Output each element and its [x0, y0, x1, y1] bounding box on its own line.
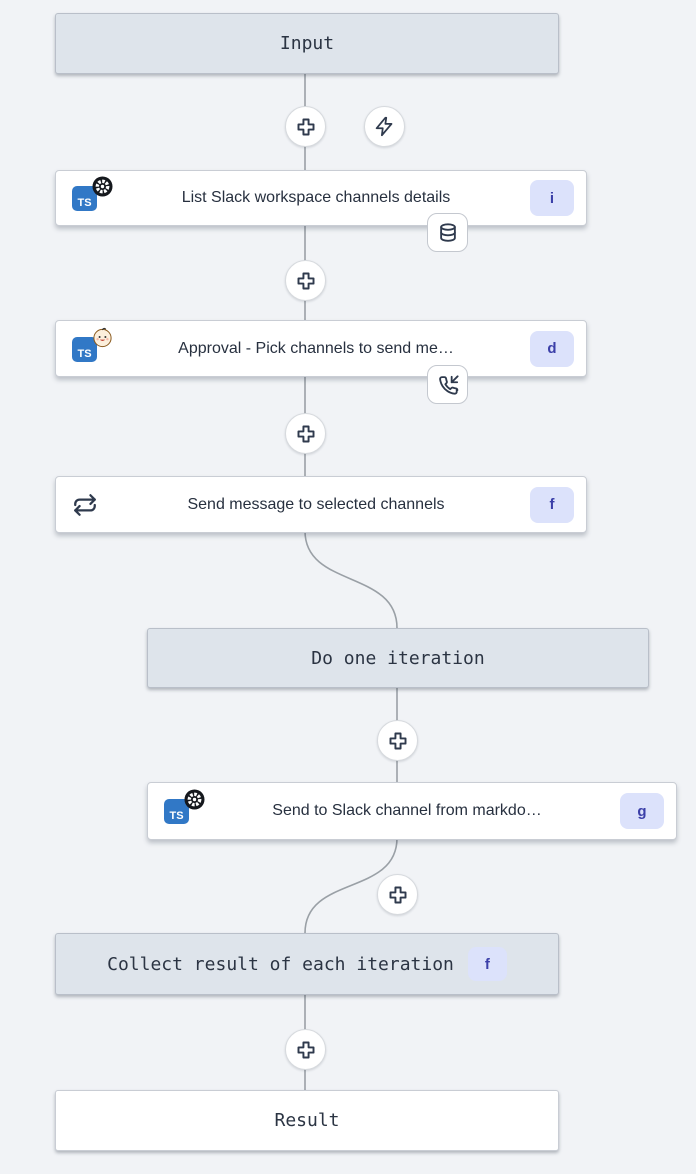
baby-emoji-icon — [93, 327, 112, 347]
step-id-badge: f — [530, 486, 574, 523]
approval-suspend-button[interactable] — [427, 365, 468, 404]
node-forloop-send-message[interactable]: Send message to selected channels f — [55, 476, 587, 533]
node-approval-title: Approval - Pick channels to send me… — [178, 339, 454, 357]
step-icon-cluster: TS — [72, 327, 112, 362]
node-list-channels[interactable]: TS List Slack workspace channels details… — [55, 170, 587, 226]
step-id-badge: f — [467, 947, 507, 981]
node-list-channels-title: List Slack workspace channels details — [181, 189, 451, 206]
node-do-one-iteration-label: Do one iteration — [311, 647, 485, 669]
insert-step-button-4[interactable] — [377, 720, 418, 761]
step-id-badge: g — [620, 793, 664, 829]
node-do-one-iteration[interactable]: Do one iteration — [147, 628, 649, 688]
node-send-slack-title: Send to Slack channel from markdo… — [272, 802, 542, 819]
plus-icon — [297, 118, 314, 135]
node-approval[interactable]: TS Approval - Pick channels to send me… … — [55, 320, 587, 377]
insert-step-button-5[interactable] — [377, 874, 418, 915]
database-icon — [439, 222, 456, 242]
node-forloop-title: Send message to selected channels — [187, 495, 445, 513]
zap-icon — [375, 116, 393, 137]
plus-icon — [389, 886, 406, 903]
node-input[interactable]: Input — [55, 13, 559, 74]
node-collect-result[interactable]: Collect result of each iteration f — [55, 933, 559, 995]
insert-step-button-3[interactable] — [285, 413, 326, 454]
plus-icon — [297, 272, 314, 289]
plus-icon — [297, 1041, 314, 1058]
insert-step-button-2[interactable] — [285, 260, 326, 301]
node-input-label: Input — [279, 33, 335, 54]
hub-logo-icon — [184, 789, 205, 810]
edge-sendslack-to-collect — [304, 837, 398, 934]
step-id-badge: d — [530, 330, 574, 367]
node-result-label: Result — [274, 1110, 340, 1131]
plus-icon — [297, 425, 314, 442]
step-id-badge: i — [530, 180, 574, 216]
step-icon-cluster: TS — [164, 789, 205, 824]
step-icon-cluster: TS — [72, 176, 113, 211]
typescript-icon: TS — [72, 336, 97, 362]
insert-step-button-1[interactable] — [285, 106, 326, 147]
node-result[interactable]: Result — [55, 1090, 559, 1151]
hub-logo-icon — [92, 176, 113, 197]
insert-step-button-6[interactable] — [285, 1029, 326, 1070]
typescript-icon: TS — [164, 799, 189, 824]
node-send-slack[interactable]: TS Send to Slack channel from markdo… g — [147, 782, 677, 840]
edge-sendmessage-to-iteration — [304, 530, 398, 629]
phone-incoming-icon — [438, 374, 459, 395]
repeat-loop-icon — [72, 492, 102, 518]
node-collect-result-label: Collect result of each iteration — [107, 953, 454, 975]
cache-button[interactable] — [427, 213, 468, 252]
typescript-icon: TS — [72, 186, 97, 211]
plus-icon — [389, 732, 406, 749]
trigger-button[interactable] — [364, 106, 405, 147]
